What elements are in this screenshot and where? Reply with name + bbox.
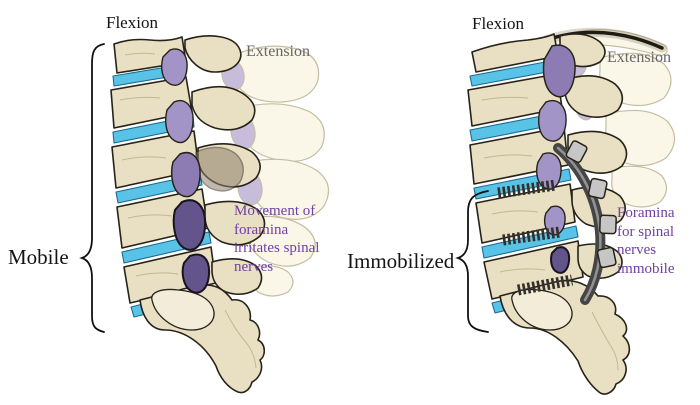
bone-texture xyxy=(481,96,619,371)
foramen xyxy=(543,205,566,236)
screw-threads xyxy=(516,274,574,296)
vertebra-body xyxy=(471,33,559,73)
foramen xyxy=(536,152,562,190)
sacral-promontory xyxy=(151,288,215,331)
foramen xyxy=(170,152,201,198)
foramen xyxy=(165,100,194,144)
flexion-label-immobilized: Flexion xyxy=(472,14,524,33)
ghost-vertebra xyxy=(247,158,330,220)
screw-head xyxy=(587,177,608,200)
spinous-process xyxy=(564,75,624,118)
spinous-process xyxy=(204,200,266,246)
immobilized-annotation: Foramina for spinal nerves immobile xyxy=(617,205,675,277)
flexion-label-mobile: Flexion xyxy=(106,13,158,32)
foramen xyxy=(172,199,207,251)
spinous-process xyxy=(191,85,256,131)
bone-texture xyxy=(119,52,257,369)
overlapping-facet-shadow xyxy=(195,146,244,192)
foramina-immobilized xyxy=(536,44,576,274)
spinous-process xyxy=(211,258,263,296)
mobile-spine-illustration xyxy=(79,35,330,394)
foramen xyxy=(161,48,188,86)
foramen xyxy=(181,253,211,294)
screw-head xyxy=(596,246,617,269)
screw-head xyxy=(599,214,617,235)
extension-label-mobile: Extension xyxy=(246,43,310,60)
foramen xyxy=(538,100,567,142)
screw-head xyxy=(565,140,588,164)
foramen xyxy=(542,44,576,98)
spinous-process xyxy=(184,35,242,73)
extension-label-immobilized: Extension xyxy=(607,49,671,66)
mobile-label: Mobile xyxy=(8,245,69,269)
mobile-brace xyxy=(79,43,105,333)
mobile-annotation: Movement of foramina irritates spinal ne… xyxy=(234,203,320,275)
immobilized-label: Immobilized xyxy=(347,249,455,273)
foramen xyxy=(550,246,571,274)
immobilized-brace xyxy=(455,190,489,333)
posterior-processes xyxy=(184,35,266,296)
immobilized-spine-illustration xyxy=(455,27,676,395)
pedicle-screws xyxy=(497,179,574,296)
foramina-mobile xyxy=(161,48,211,294)
